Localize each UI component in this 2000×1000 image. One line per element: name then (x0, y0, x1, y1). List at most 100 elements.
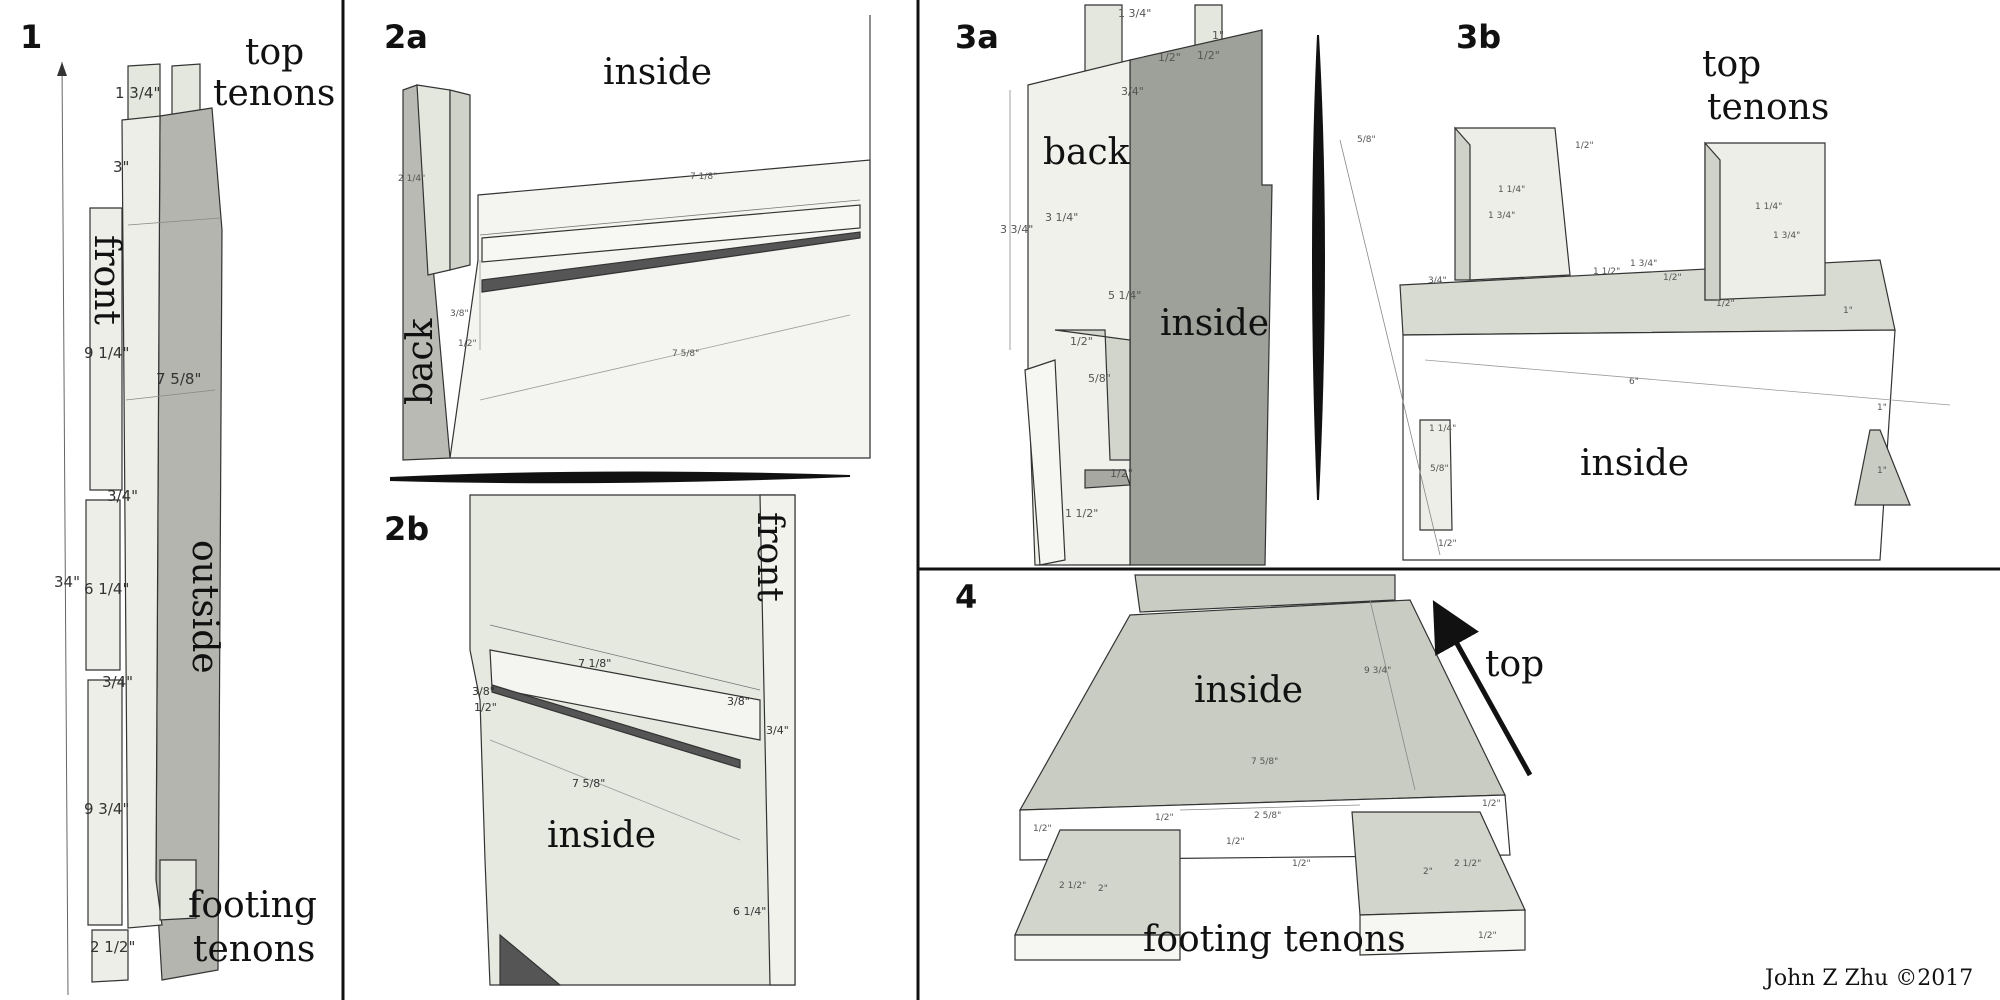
panel-label-3b: 3b (1456, 18, 1502, 56)
p2a-dim-7-5-8: 7 5/8" (672, 349, 700, 359)
p3b-dim-1in-a: 1" (1843, 306, 1853, 316)
panel-label-2b: 2b (384, 510, 430, 548)
p4-top-label: top (1485, 644, 1545, 685)
p1-dim-2-1-2: 2 1/2" (90, 938, 136, 956)
p3a-dim-1-1-2: 1 1/2" (1065, 507, 1099, 520)
p2b-dim-6-1-4: 6 1/4" (733, 905, 767, 918)
p3b-dim-1-1-4-c: 1 1/4" (1429, 424, 1457, 434)
p3a-dim-3-1-4: 3 1/4" (1045, 211, 1079, 224)
p2a-dim-1-2: 1/2" (458, 339, 477, 349)
p2b-dim-1-2: 1/2" (474, 701, 497, 714)
p1-dim-9-1-4: 9 1/4" (84, 344, 130, 362)
p1-footing-word: footing (188, 885, 317, 926)
top-direction-arrow (1432, 600, 1533, 777)
p2b-dim-3-4: 3/4" (766, 724, 789, 737)
p3b-dim-1-1-4-a: 1 1/4" (1498, 185, 1526, 195)
p2b-dim-3-8-left: 3/8" (472, 685, 495, 698)
p1-dim-6-1-4: 6 1/4" (84, 580, 130, 598)
p3a-dim-1-2-b: 1/2" (1197, 49, 1220, 62)
p1-top-word: top (245, 32, 305, 73)
p4-dim-1-2-c: 1/2" (1033, 824, 1052, 834)
p2a-dim-2-1-4: 2 1/4" (398, 174, 426, 184)
p3b-dim-1in-c: 1" (1877, 466, 1887, 476)
p3b-dim-1-2-d: 1/2" (1438, 539, 1457, 549)
p2b-inside-label: inside (547, 815, 657, 856)
p3b-dim-1-2-c: 1/2" (1716, 299, 1735, 309)
p1-dim-3-4-lower: 3/4" (102, 673, 134, 691)
p4-dim-7-5-8: 7 5/8" (1251, 757, 1279, 767)
p2a-inside-label: inside (603, 52, 713, 93)
p3a-dim-1in: 1" (1212, 29, 1225, 42)
p3b-dim-1-3-4-b: 1 3/4" (1773, 231, 1801, 241)
p4-dim-1-2-a: 1/2" (1155, 813, 1174, 823)
p4-dim-1-2-f: 1/2" (1478, 931, 1497, 941)
p1-dim-34in: 34" (54, 573, 80, 591)
p3b-dim-1-3-4-a: 1 3/4" (1488, 211, 1516, 221)
p3a-dim-3-3-4: 3 3/4" (1000, 223, 1034, 236)
p3a-dim-3-4: 3/4" (1121, 85, 1144, 98)
p4-dim-9-3-4: 9 3/4" (1364, 666, 1392, 676)
panel-2a-drawing (402, 15, 871, 461)
p3b-dim-5-8-top: 5/8" (1357, 135, 1376, 145)
p3a-back-label: back (1043, 132, 1130, 173)
p4-footing-tenons-label: footing tenons (1143, 919, 1406, 960)
p3a-dim-1-2-c: 1/2" (1070, 335, 1093, 348)
p3b-tenons-word: tenons (1707, 87, 1830, 128)
p3b-dim-1-2-b: 1/2" (1663, 273, 1682, 283)
p3b-dim-1-3-4-c: 1 3/4" (1630, 259, 1658, 269)
p3a-dim-1-3-4: 1 3/4" (1118, 7, 1152, 20)
p3b-dim-1in-b: 1" (1877, 403, 1887, 413)
p1-dim-top-tenon: 1 3/4" (115, 84, 161, 102)
panel-label-1: 1 (20, 18, 43, 56)
p3b-dim-3-4: 3/4" (1428, 276, 1447, 286)
p1-front-label: front (86, 235, 127, 325)
p3b-dim-5-8-bottom: 5/8" (1430, 464, 1449, 474)
p3a-dim-1-2-a: 1/2" (1158, 51, 1181, 64)
p3a-inside-label: inside (1160, 303, 1270, 344)
p3b-dim-1-1-2: 1 1/2" (1593, 267, 1621, 277)
p2a-dim-7-1-8: 7 1/8" (690, 172, 718, 182)
p3a-dim-5-1-4: 5 1/4" (1108, 289, 1142, 302)
p1-dim-3-4-upper: 3/4" (107, 487, 139, 505)
p1-dim-7-5-8: 7 5/8" (156, 370, 202, 388)
p4-dim-1-2-b: 1/2" (1482, 799, 1501, 809)
p3a-dim-1-2-d: 1/2" (1110, 467, 1133, 480)
panel-2-separator-scribble (389, 471, 851, 484)
p3b-dim-6in: 6" (1629, 377, 1639, 387)
p2b-front-label: front (749, 512, 790, 602)
credit-text: John Z Zhu ©2017 (1765, 966, 1974, 991)
p3a-dim-5-8: 5/8" (1088, 372, 1111, 385)
panel-4-drawing (1014, 574, 1526, 961)
p4-dim-2-5-8: 2 5/8" (1254, 811, 1282, 821)
p4-dim-1-2-e: 1/2" (1292, 859, 1311, 869)
p2a-dim-3-8: 3/8" (450, 309, 469, 319)
panel-label-2a: 2a (384, 18, 428, 56)
p1-tenons-word: tenons (213, 73, 336, 114)
p1-footing-tenons-word: tenons (193, 929, 316, 970)
p3b-inside-label: inside (1580, 443, 1690, 484)
p2b-dim-3-8-right: 3/8" (727, 695, 750, 708)
panel-dividers (341, 0, 2000, 1000)
p3b-dim-1-2-a: 1/2" (1575, 141, 1594, 151)
p1-dim-9-3-4: 9 3/4" (84, 800, 130, 818)
p1-outside-label: outside (184, 540, 225, 674)
p4-dim-2in-a: 2" (1098, 884, 1108, 894)
p1-dim-3in: 3" (113, 158, 130, 176)
p2b-dim-7-1-8: 7 1/8" (578, 657, 612, 670)
panel-1-drawing (57, 61, 223, 996)
p2b-dim-7-5-8: 7 5/8" (572, 777, 606, 790)
panel-label-3a: 3a (955, 18, 999, 56)
p2a-back-label: back (400, 318, 441, 405)
p4-dim-2-1-2-b: 2 1/2" (1454, 859, 1482, 869)
panel-3b-drawing (1339, 126, 1951, 561)
p4-dim-2in-b: 2" (1423, 867, 1433, 877)
p4-dim-1-2-d: 1/2" (1226, 837, 1245, 847)
p3b-top-word: top (1702, 44, 1762, 85)
p4-inside-label: inside (1194, 670, 1304, 711)
p3b-dim-1-1-4-b: 1 1/4" (1755, 202, 1783, 212)
panel-2b-drawing (469, 494, 796, 986)
p4-dim-2-1-2-a: 2 1/2" (1059, 881, 1087, 891)
panel-label-4: 4 (955, 578, 978, 616)
